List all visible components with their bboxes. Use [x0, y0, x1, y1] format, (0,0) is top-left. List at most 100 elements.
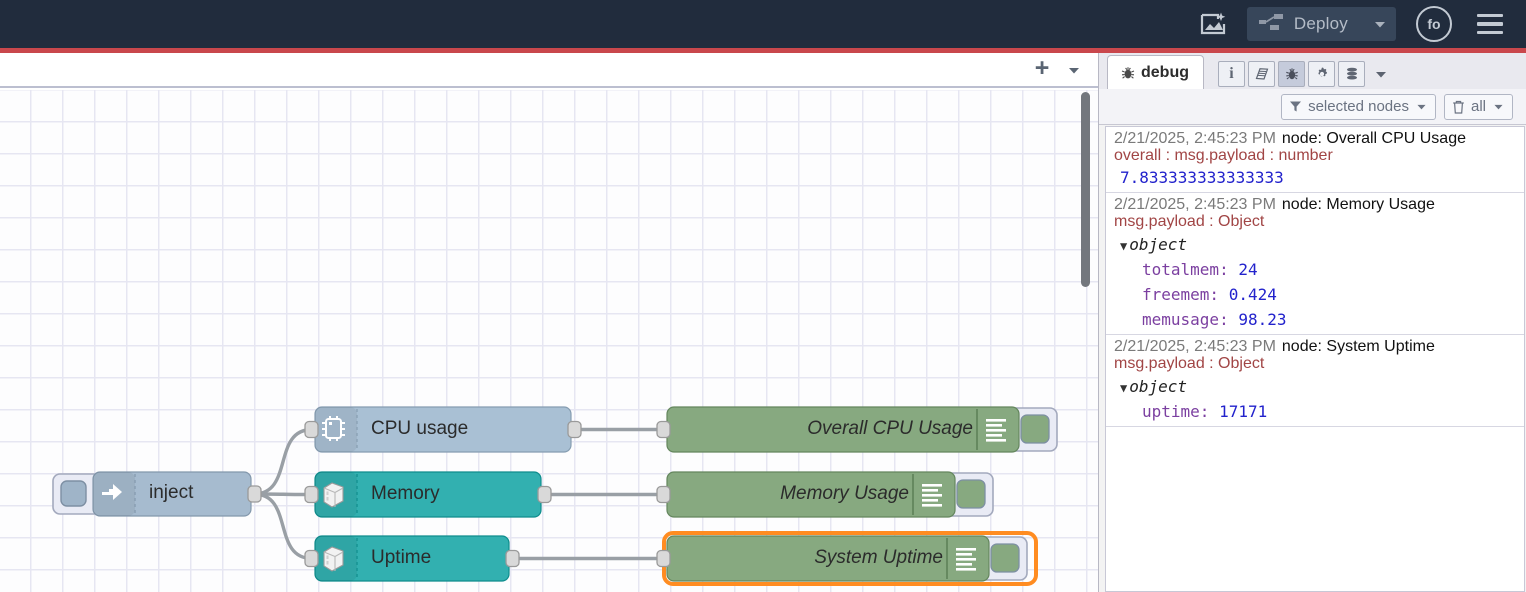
debug-object-toggle[interactable]: ▼object	[1114, 377, 1518, 396]
caret-down-icon: ▼	[1120, 381, 1128, 395]
debug-object-property: totalmem: 24	[1114, 260, 1518, 279]
node-output-port[interactable]	[247, 485, 262, 503]
flow-node-memory[interactable]	[304, 471, 552, 518]
debug-property-key: memusage:	[1142, 310, 1239, 329]
hamburger-bar	[1477, 22, 1503, 26]
flow-graph	[52, 406, 1058, 586]
sidebar-tab-overflow-caret[interactable]	[1370, 61, 1392, 87]
cpu-chip-icon	[322, 416, 345, 441]
tab-debug[interactable]: debug	[1107, 55, 1204, 89]
debug-message-list[interactable]: 2/21/2025, 2:45:23 PM node: Overall CPU U…	[1105, 126, 1525, 592]
debug-message-property: msg.payload : Object	[1114, 213, 1265, 230]
wire[interactable]	[252, 427, 314, 496]
library-book-icon[interactable]	[1248, 61, 1275, 87]
canvas-vertical-scrollbar[interactable]	[1078, 90, 1092, 592]
node-output-port[interactable]	[537, 485, 552, 504]
arrow-right-icon	[102, 484, 122, 500]
debug-object-property: memusage: 98.23	[1114, 310, 1518, 329]
debug-message-timestamp: 2/21/2025, 2:45:23 PM	[1114, 196, 1276, 213]
bug-icon[interactable]	[1278, 61, 1305, 87]
flow-tab-bar: +	[0, 53, 1098, 88]
deploy-button[interactable]: Deploy	[1246, 7, 1396, 41]
wire[interactable]	[252, 492, 314, 497]
node-input-port[interactable]	[656, 549, 671, 568]
flow-node-system-uptime[interactable]	[656, 531, 1038, 586]
tab-debug-label: debug	[1141, 63, 1189, 81]
server-box-icon	[323, 482, 344, 508]
debug-object-toggle[interactable]: ▼object	[1114, 235, 1518, 254]
debug-object-label: object	[1129, 377, 1188, 396]
bug-icon	[1121, 66, 1135, 79]
right-sidebar: debug i	[1098, 53, 1526, 592]
add-flow-tab-button[interactable]: +	[1034, 53, 1050, 82]
deploy-button-label: Deploy	[1293, 14, 1348, 33]
flow-node-overall-cpu-usage[interactable]	[656, 406, 1058, 453]
top-header-bar: Deploy fo	[0, 0, 1526, 48]
deploy-wires-icon	[1258, 14, 1283, 30]
debug-node-toggle-button[interactable]	[990, 543, 1020, 573]
debug-message-source-node[interactable]: node: Memory Usage	[1281, 196, 1435, 213]
debug-lines-icon	[986, 419, 1006, 442]
chevron-down-icon	[1417, 104, 1426, 110]
trash-icon	[1453, 100, 1464, 114]
chevron-down-icon	[1374, 22, 1385, 28]
node-input-port[interactable]	[304, 420, 319, 439]
hamburger-menu-icon[interactable]	[1470, 4, 1510, 44]
debug-message[interactable]: 2/21/2025, 2:45:23 PM node: Overall CPU U…	[1106, 127, 1524, 193]
debug-filter-button[interactable]: selected nodes	[1281, 93, 1436, 120]
debug-message-header: 2/21/2025, 2:45:23 PM node: Memory Usage	[1114, 196, 1518, 214]
node-input-port[interactable]	[304, 485, 319, 504]
debug-message-property: msg.payload : Object	[1114, 355, 1265, 372]
debug-property-value: 98.23	[1238, 310, 1287, 329]
debug-message[interactable]: 2/21/2025, 2:45:23 PM node: Memory Usage m…	[1106, 193, 1524, 335]
debug-message-source-node[interactable]: node: Overall CPU Usage	[1281, 130, 1466, 147]
inject-trigger-button[interactable]	[60, 480, 87, 507]
debug-property-value: 24	[1238, 260, 1258, 279]
debug-message-source-node[interactable]: node: System Uptime	[1281, 338, 1435, 355]
debug-node-toggle-button[interactable]	[1020, 414, 1050, 444]
debug-object-property: freemem: 0.424	[1114, 285, 1518, 304]
debug-object-label: object	[1129, 235, 1188, 254]
context-data-stack-icon[interactable]	[1338, 61, 1365, 87]
debug-clear-button[interactable]: all	[1443, 93, 1513, 120]
chevron-down-icon	[1494, 104, 1503, 110]
debug-lines-icon	[922, 484, 942, 507]
user-avatar-initials: fo	[1427, 16, 1441, 32]
sidebar-tab-strip: debug i	[1099, 53, 1526, 89]
flow-node-uptime[interactable]	[304, 535, 520, 582]
flow-node-memory-usage[interactable]	[656, 471, 994, 518]
flow-sparkle-icon[interactable]	[1193, 4, 1233, 44]
deploy-button-main[interactable]: Deploy	[1247, 7, 1362, 41]
info-icon[interactable]: i	[1218, 61, 1245, 87]
node-layer	[52, 406, 1058, 586]
debug-message-header: 2/21/2025, 2:45:23 PM node: Overall CPU U…	[1114, 130, 1518, 148]
debug-property-key: freemem:	[1142, 285, 1229, 304]
debug-lines-icon	[956, 548, 976, 571]
canvas-scrollbar-thumb[interactable]	[1081, 92, 1090, 287]
chevron-down-icon	[1069, 67, 1079, 73]
debug-message-timestamp: 2/21/2025, 2:45:23 PM	[1114, 130, 1276, 147]
gear-icon[interactable]	[1308, 61, 1335, 87]
flow-node-cpu-usage[interactable]	[304, 406, 582, 453]
deploy-dropdown-caret[interactable]	[1362, 7, 1396, 41]
node-input-port[interactable]	[304, 549, 319, 568]
node-output-port[interactable]	[567, 420, 582, 439]
flow-tab-menu-button[interactable]	[1058, 55, 1090, 85]
node-output-port[interactable]	[505, 549, 520, 568]
debug-node-toggle-button[interactable]	[956, 479, 986, 509]
debug-filter-label: selected nodes	[1308, 98, 1409, 115]
node-input-port[interactable]	[656, 485, 671, 504]
caret-down-icon: ▼	[1120, 239, 1128, 253]
wire[interactable]	[252, 492, 314, 561]
funnel-icon	[1290, 101, 1302, 112]
debug-property-key: totalmem:	[1142, 260, 1239, 279]
user-avatar[interactable]: fo	[1416, 6, 1452, 42]
flow-node-inject[interactable]	[52, 471, 262, 517]
node-input-port[interactable]	[656, 420, 671, 439]
wire-layer	[252, 427, 666, 561]
debug-property-value: 17171	[1219, 402, 1268, 421]
hamburger-bar	[1477, 13, 1503, 18]
